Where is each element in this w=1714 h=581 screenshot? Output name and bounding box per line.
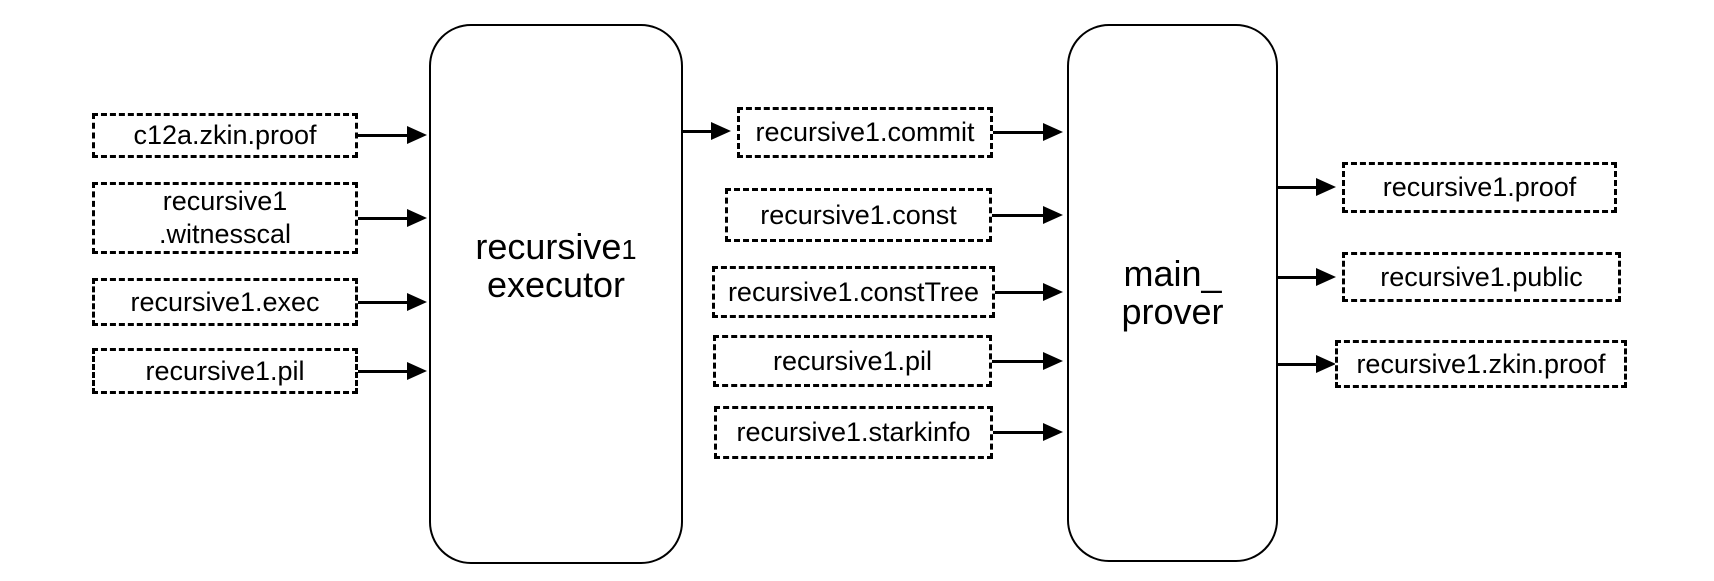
input-box-recursive1-exec: recursive1.exec xyxy=(92,278,358,326)
arrowhead-icon xyxy=(1316,178,1336,196)
executor-label-line2: executor xyxy=(486,264,626,305)
arrow-shaft xyxy=(1278,362,1320,366)
arrowhead-icon xyxy=(1043,352,1063,370)
arrowhead-icon xyxy=(1043,123,1063,141)
recursive1-executor-block: recursive1 executor xyxy=(429,24,683,564)
file-label-recursive1-consttree: recursive1.constTree xyxy=(727,276,980,307)
arrow-shaft xyxy=(358,133,411,137)
arrow-shaft xyxy=(358,369,411,373)
prover-label-line2: prover xyxy=(1121,291,1224,332)
arrowhead-icon xyxy=(407,362,427,380)
arrow-shaft xyxy=(992,359,1047,363)
input-box-recursive1-witnesscal: recursive1 .witnesscal xyxy=(92,182,358,254)
main-prover-label: main_ prover xyxy=(1121,252,1224,332)
file-box-recursive1-pil: recursive1.pil xyxy=(713,335,992,387)
arrowhead-icon xyxy=(407,209,427,227)
input-label-recursive1-pil: recursive1.pil xyxy=(145,355,305,386)
input-label-c12a-zkin-proof: c12a.zkin.proof xyxy=(133,120,317,151)
file-box-recursive1-consttree: recursive1.constTree xyxy=(712,266,995,318)
arrow-shaft xyxy=(993,430,1047,434)
arrowhead-icon xyxy=(1043,283,1063,301)
arrowhead-icon xyxy=(1043,423,1063,441)
input-label-recursive1-witnesscal-line2: .witnesscal xyxy=(158,219,292,249)
arrow-shaft xyxy=(1278,185,1320,189)
output-box-recursive1-public: recursive1.public xyxy=(1342,252,1621,302)
arrow-shaft xyxy=(995,290,1047,294)
file-box-recursive1-const: recursive1.const xyxy=(725,188,992,242)
output-box-recursive1-zkin-proof: recursive1.zkin.proof xyxy=(1335,340,1627,388)
file-box-recursive1-commit: recursive1.commit xyxy=(737,107,993,158)
file-box-recursive1-starkinfo: recursive1.starkinfo xyxy=(714,406,993,459)
input-box-recursive1-pil: recursive1.pil xyxy=(92,348,358,394)
arrowhead-icon xyxy=(1316,355,1336,373)
output-label-recursive1-zkin-proof: recursive1.zkin.proof xyxy=(1356,348,1606,379)
arrow-shaft xyxy=(358,216,411,220)
output-label-recursive1-public: recursive1.public xyxy=(1380,261,1583,292)
recursive1-executor-label: recursive1 executor xyxy=(475,225,637,305)
input-label-recursive1-witnesscal-line1: recursive1 xyxy=(162,186,288,217)
input-box-c12a-zkin-proof: c12a.zkin.proof xyxy=(92,113,358,158)
arrow-shaft xyxy=(358,300,411,304)
arrowhead-icon xyxy=(711,122,731,140)
prover-label-line1: main_ xyxy=(1123,252,1222,294)
arrow-shaft xyxy=(992,213,1047,217)
arrowhead-icon xyxy=(407,126,427,144)
arrowhead-icon xyxy=(1043,206,1063,224)
arrow-shaft xyxy=(1278,275,1320,279)
arrowhead-icon xyxy=(1316,268,1336,286)
file-label-recursive1-starkinfo: recursive1.starkinfo xyxy=(736,417,971,448)
arrow-shaft xyxy=(683,129,715,133)
file-label-recursive1-commit: recursive1.commit xyxy=(755,117,975,148)
output-label-recursive1-proof: recursive1.proof xyxy=(1382,172,1577,203)
output-box-recursive1-proof: recursive1.proof xyxy=(1342,162,1617,213)
main-prover-block: main_ prover xyxy=(1067,24,1278,562)
file-label-recursive1-const: recursive1.const xyxy=(760,199,957,230)
file-label-recursive1-pil: recursive1.pil xyxy=(772,345,933,376)
arrow-shaft xyxy=(993,130,1047,134)
executor-label-line1: recursive1 xyxy=(475,225,637,267)
arrowhead-icon xyxy=(407,293,427,311)
input-label-recursive1-exec: recursive1.exec xyxy=(130,286,320,317)
